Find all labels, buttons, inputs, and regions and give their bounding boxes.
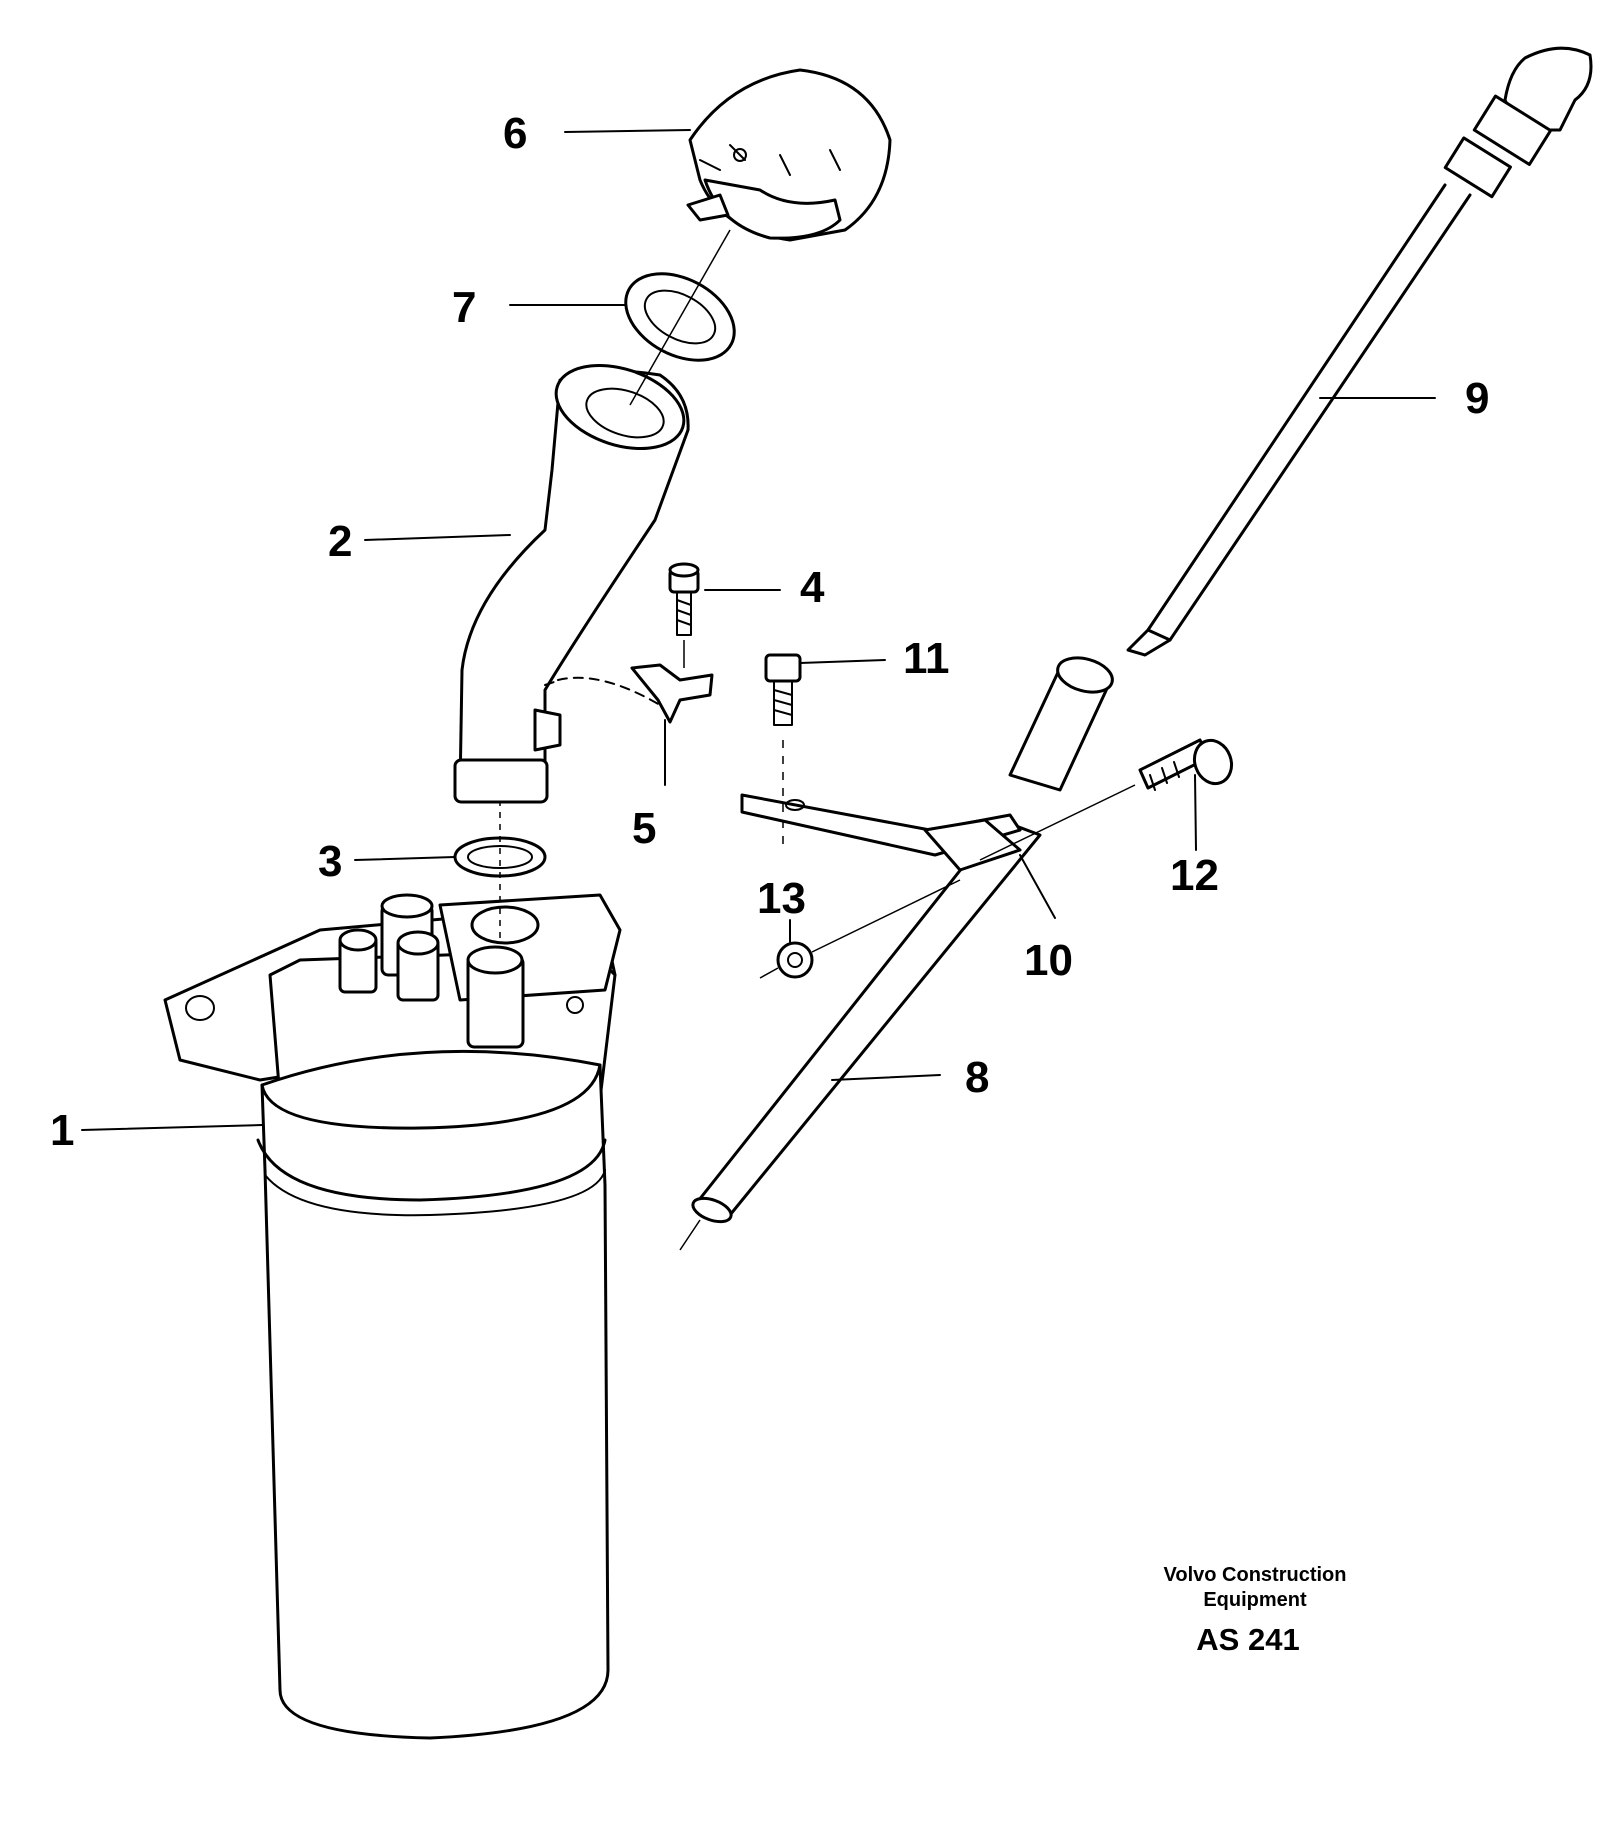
callout-labels: 1 2 3 4 5 6 7 8 9 10 11 12 13 bbox=[50, 109, 1489, 1155]
drawing-footer: Volvo Construction Equipment AS 241 bbox=[1164, 1564, 1347, 1657]
o-ring-small bbox=[453, 836, 547, 878]
bolt-long bbox=[1138, 738, 1234, 791]
callout-10: 10 bbox=[1024, 936, 1073, 985]
bolt-small bbox=[668, 562, 700, 636]
clip-bracket bbox=[630, 663, 714, 724]
filler-cap bbox=[686, 68, 892, 242]
callout-8: 8 bbox=[965, 1053, 989, 1102]
bolt-medium bbox=[764, 653, 802, 726]
oil-filter-housing bbox=[163, 893, 622, 1740]
filler-pipe bbox=[453, 364, 690, 804]
nut bbox=[776, 941, 814, 979]
callout-6: 6 bbox=[503, 109, 527, 158]
callout-9: 9 bbox=[1465, 374, 1489, 423]
callout-12: 12 bbox=[1170, 851, 1219, 900]
dipstick bbox=[1126, 46, 1593, 657]
company-name-line2: Equipment bbox=[1203, 1589, 1307, 1611]
callout-11: 11 bbox=[903, 634, 950, 683]
callout-13: 13 bbox=[757, 874, 806, 923]
callout-5: 5 bbox=[632, 804, 656, 853]
callout-1: 1 bbox=[50, 1106, 74, 1155]
guide-tube bbox=[691, 656, 1114, 1224]
callout-2: 2 bbox=[328, 517, 352, 566]
leader-lines bbox=[81, 129, 1436, 1131]
callout-4: 4 bbox=[800, 563, 825, 612]
callout-3: 3 bbox=[318, 837, 342, 886]
company-name-line1: Volvo Construction bbox=[1164, 1564, 1347, 1586]
drawing-code: AS 241 bbox=[1196, 1622, 1299, 1657]
tube-bracket bbox=[740, 793, 1022, 872]
callout-7: 7 bbox=[452, 283, 476, 332]
